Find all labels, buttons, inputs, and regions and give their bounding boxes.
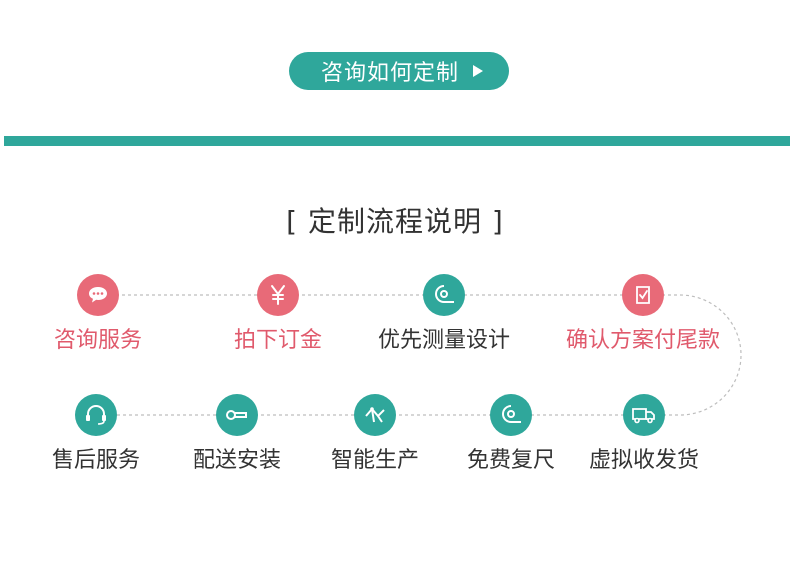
section-title: [ 定制流程说明 ] [286,205,504,238]
step-measure-design[interactable]: 优先测量设计 [354,274,534,354]
step-label: 虚拟收发货 [588,448,699,473]
step-label: 免费复尺 [466,448,555,473]
chat-bubble-icon [77,274,119,316]
truck-icon [623,394,665,436]
step-deposit[interactable]: 拍下订金 [188,274,368,354]
step-confirm-payment[interactable]: 确认方案付尾款 [553,274,733,354]
wrench-icon [216,394,258,436]
step-label: 咨询服务 [53,328,142,353]
step-label: 配送安装 [192,448,281,473]
consult-button[interactable]: 咨询如何定制 [289,52,509,90]
headset-icon [75,394,117,436]
step-after-sales[interactable]: 售后服务 [6,394,186,474]
yen-icon [257,274,299,316]
machine-icon [354,394,396,436]
tape-measure-icon [423,274,465,316]
step-free-remeasure[interactable]: 免费复尺 [421,394,601,474]
step-label: 售后服务 [51,448,140,473]
step-consult-service[interactable]: 咨询服务 [8,274,188,354]
step-label: 确认方案付尾款 [565,328,720,353]
consult-button-label: 咨询如何定制 [320,61,459,86]
step-delivery-install[interactable]: 配送安装 [147,394,327,474]
step-label: 优先测量设计 [377,328,510,353]
play-icon [473,65,483,77]
step-virtual-shipping[interactable]: 虚拟收发货 [554,394,734,474]
step-label: 智能生产 [330,448,419,473]
step-smart-production[interactable]: 智能生产 [285,394,465,474]
section-divider [4,136,790,146]
checklist-icon [622,274,664,316]
step-label: 拍下订金 [233,328,322,353]
tape-measure-icon [490,394,532,436]
